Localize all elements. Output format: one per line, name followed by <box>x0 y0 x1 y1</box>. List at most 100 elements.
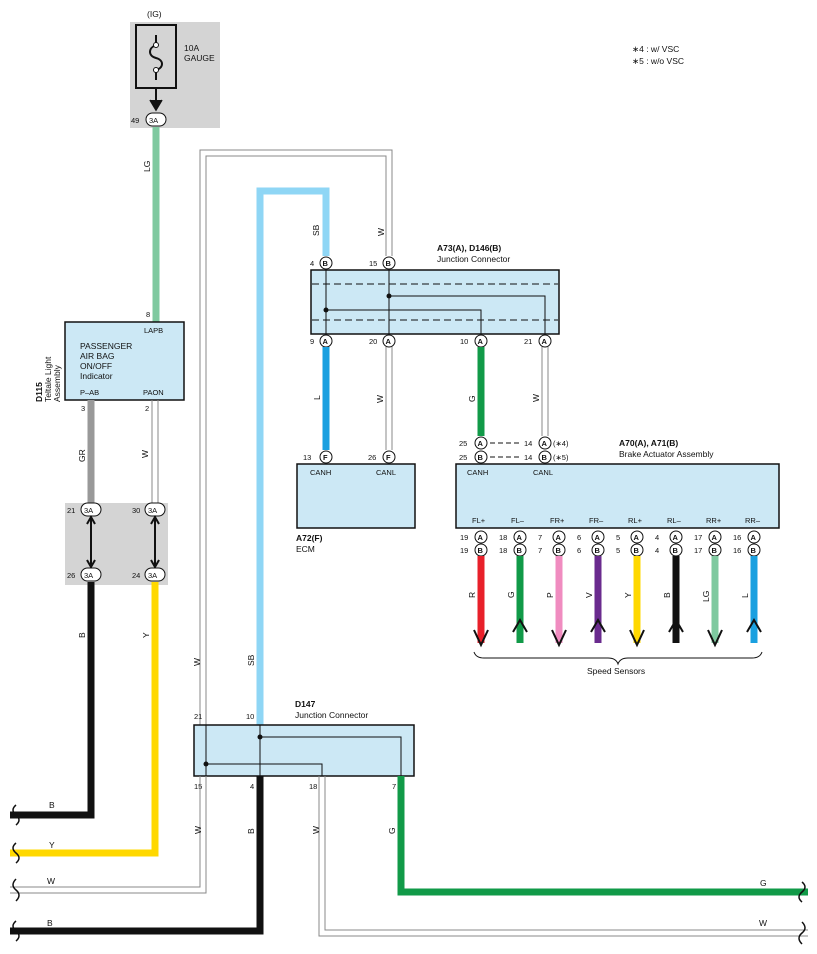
brake-term-14a <box>538 436 552 450</box>
wire-w-mid-label: W <box>375 395 385 403</box>
ecm-canl: CANL <box>376 468 396 477</box>
d147-pin-7: 7 <box>392 782 396 791</box>
jc-upper-pin-20: 20 <box>369 337 377 346</box>
ecm-canh: CANH <box>310 468 331 477</box>
sensor-arrow-up-icon <box>590 618 606 633</box>
sensor-pin-b-fr-minus: 6 <box>577 546 581 555</box>
sensor-pin-b-rl-minus: 4 <box>655 546 659 555</box>
sensor-term-a-letter-fr-minus: A <box>595 533 601 542</box>
sensor-term-a-letter-rr-plus: A <box>712 533 718 542</box>
sensor-label-fl-plus: FL+ <box>472 516 486 525</box>
teltale-id: D115 <box>34 382 44 402</box>
ecm-term-26 <box>382 450 396 464</box>
ecm-term-13 <box>319 450 333 464</box>
wire-lg-label: LG <box>142 161 152 172</box>
sensor-term-a-letter-fr-plus: A <box>556 533 562 542</box>
jc-upper-term-21 <box>538 334 552 348</box>
d147-pin-18: 18 <box>309 782 317 791</box>
splice-conn-30: 3A <box>148 506 157 515</box>
fuse-pin-dot-bottom <box>153 67 159 73</box>
jc-upper-term-21-label: A <box>542 337 548 346</box>
sensor-term-a-letter-fl-minus: A <box>517 533 523 542</box>
wire-b4-label: B <box>246 828 256 834</box>
sensor-pin-b-fr-plus: 7 <box>538 546 542 555</box>
wire-gr-label: GR <box>77 449 87 462</box>
wire-g7-label: G <box>387 827 397 834</box>
jc-upper-box <box>310 269 560 335</box>
teltale-line4: Indicator <box>80 371 113 381</box>
brake-pin-14b: 14 <box>524 453 532 462</box>
ecm-term-26-label: F <box>386 453 391 462</box>
sensor-term-b-letter-fr-plus: B <box>556 546 562 555</box>
sensor-term-b-letter-rl-minus: B <box>673 546 679 555</box>
wire-sb <box>256 187 330 725</box>
jc-upper-pin-21: 21 <box>524 337 532 346</box>
wire-w18-outer <box>318 776 808 937</box>
sensor-pin-a-fr-minus: 6 <box>577 533 581 542</box>
sensor-term-a-letter-rr-minus: A <box>751 533 757 542</box>
sensor-pin-b-rr-minus: 16 <box>733 546 741 555</box>
break-mark-right-1 <box>798 881 806 903</box>
sensor-pin-a-rl-plus: 5 <box>616 533 620 542</box>
sensor-wire-label-rr-plus: LG <box>701 591 711 602</box>
teltale-lapb: LAPB <box>144 326 163 335</box>
wire-w15-outer <box>10 776 201 888</box>
sensor-wire-label-fl-plus: R <box>467 592 477 598</box>
sensor-term-a-rr-plus <box>708 530 722 544</box>
jc-upper-term-15-label: B <box>386 259 392 268</box>
jc-upper-bus-right <box>388 270 546 334</box>
sensor-term-a-fr-plus <box>552 530 566 544</box>
wire-w-paon-label: W <box>140 450 150 458</box>
wire-sb-low-label: SB <box>246 654 256 666</box>
d147-node-upper <box>257 734 263 740</box>
d147-pin-21: 21 <box>194 712 202 721</box>
wire-w15-inner <box>10 776 207 894</box>
wire-w-loop-inner <box>205 155 387 725</box>
jc-upper-title: A73(A), D146(B) <box>437 243 501 253</box>
d147-pin-4: 4 <box>250 782 254 791</box>
sensor-pin-a-fl-plus: 19 <box>460 533 468 542</box>
sensor-label-rr-minus: RR– <box>745 516 761 525</box>
sensor-wire-label-rl-plus: Y <box>623 592 633 598</box>
wire-b-left <box>10 582 95 819</box>
brake-term-14a-label: A <box>542 439 548 448</box>
teltale-pin-top: 8 <box>146 310 150 319</box>
brake-subtitle: Brake Actuator Assembly <box>619 449 714 459</box>
sensor-term-a-fr-minus <box>591 530 605 544</box>
sensor-label-rl-plus: RL+ <box>628 516 643 525</box>
d147-bus-upper <box>259 725 402 776</box>
wire-w-top-label: W <box>376 228 386 236</box>
d147-node-lower <box>203 761 209 767</box>
wire-b-left-label: B <box>77 632 87 638</box>
splice-pin-24: 24 <box>132 571 140 580</box>
d147-subtitle: Junction Connector <box>295 710 368 720</box>
sensor-label-fr-plus: FR+ <box>550 516 565 525</box>
jc-upper-term-20 <box>382 334 396 348</box>
fuse-rating: 10A <box>184 43 199 53</box>
sensor-wire-label-fr-plus: P <box>545 592 555 598</box>
brake-pin-25a: 25 <box>459 439 467 448</box>
sensor-term-a-letter-rl-minus: A <box>673 533 679 542</box>
fuse-pin-dot-top <box>153 42 159 48</box>
brake-title: A70(A), A71(B) <box>619 438 678 448</box>
d147-box <box>193 724 415 777</box>
sensor-term-a-rr-minus <box>747 530 761 544</box>
splice-badge-26 <box>80 567 102 582</box>
fuse-pin-number: 49 <box>131 116 139 125</box>
brake-note4: (∗4) <box>553 439 569 448</box>
splice-arrow-left-icon <box>86 514 96 570</box>
jc-upper-subtitle: Junction Connector <box>437 254 510 264</box>
jc-upper-pin-4: 4 <box>310 259 314 268</box>
fuse-circuit-label: (IG) <box>147 9 162 19</box>
jc-upper-term-15 <box>382 256 396 270</box>
sensor-term-b-letter-fl-plus: B <box>478 546 484 555</box>
sensor-wire-label-fl-minus: G <box>506 591 516 598</box>
wire-w-loop-outer <box>199 149 393 725</box>
sensor-term-b-letter-rr-minus: B <box>751 546 757 555</box>
sensor-arrow-down-icon <box>707 629 723 648</box>
ecm-pin-26: 26 <box>368 453 376 462</box>
fuse-name: GAUGE <box>184 53 215 63</box>
out-w2-label: W <box>759 918 767 928</box>
brake-term-25b-label: B <box>478 453 484 462</box>
